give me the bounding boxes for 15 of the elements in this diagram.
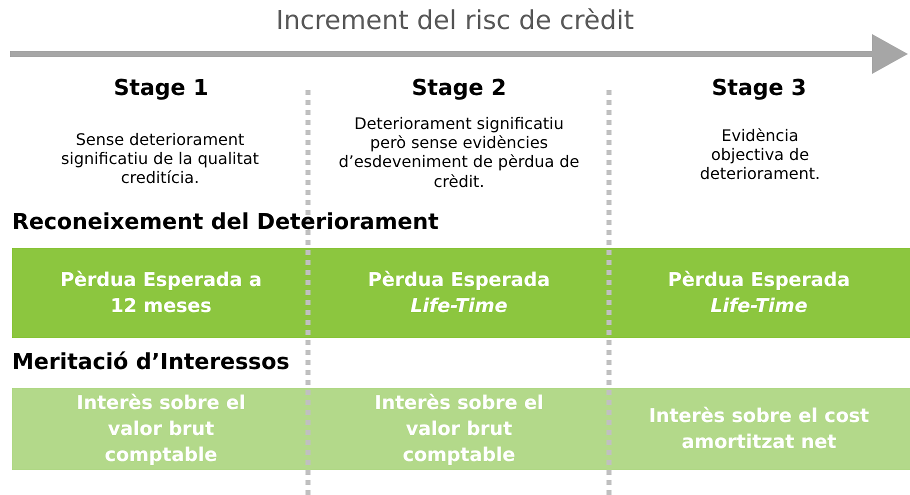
stage-heading: Stage 1 (112, 76, 210, 102)
stage-heading: Stage 3 (710, 76, 808, 102)
stage-band: Pèrdua Esperada a 12 meses (12, 248, 310, 338)
section-heading: Meritació d’Interessos (12, 350, 290, 376)
axis-title: Increment del risc de crèdit (275, 6, 635, 38)
section-heading: Reconeixement del Deteriorament (12, 210, 440, 236)
stage-band: Interès sobre el cost amortitzat net (608, 388, 910, 470)
stage-description: Sense deteriorament significatiu de la qualitat creditícia. (60, 130, 260, 188)
stage-description: Evidència objectiva de deteriorament. (698, 126, 822, 184)
stage-band: Interès sobre el valor brut comptable (310, 388, 608, 470)
stage-band: Pèrdua Esperada Life-Time (608, 248, 910, 338)
stage-description: Deteriorament significatiu però sense evidències d’esdeveniment de pèrdua de crèdit. (338, 114, 580, 191)
stage-band: Interès sobre el valor brut comptable (12, 388, 310, 470)
stage-heading: Stage 2 (410, 76, 508, 102)
stage-band: Pèrdua Esperada Life-Time (310, 248, 608, 338)
